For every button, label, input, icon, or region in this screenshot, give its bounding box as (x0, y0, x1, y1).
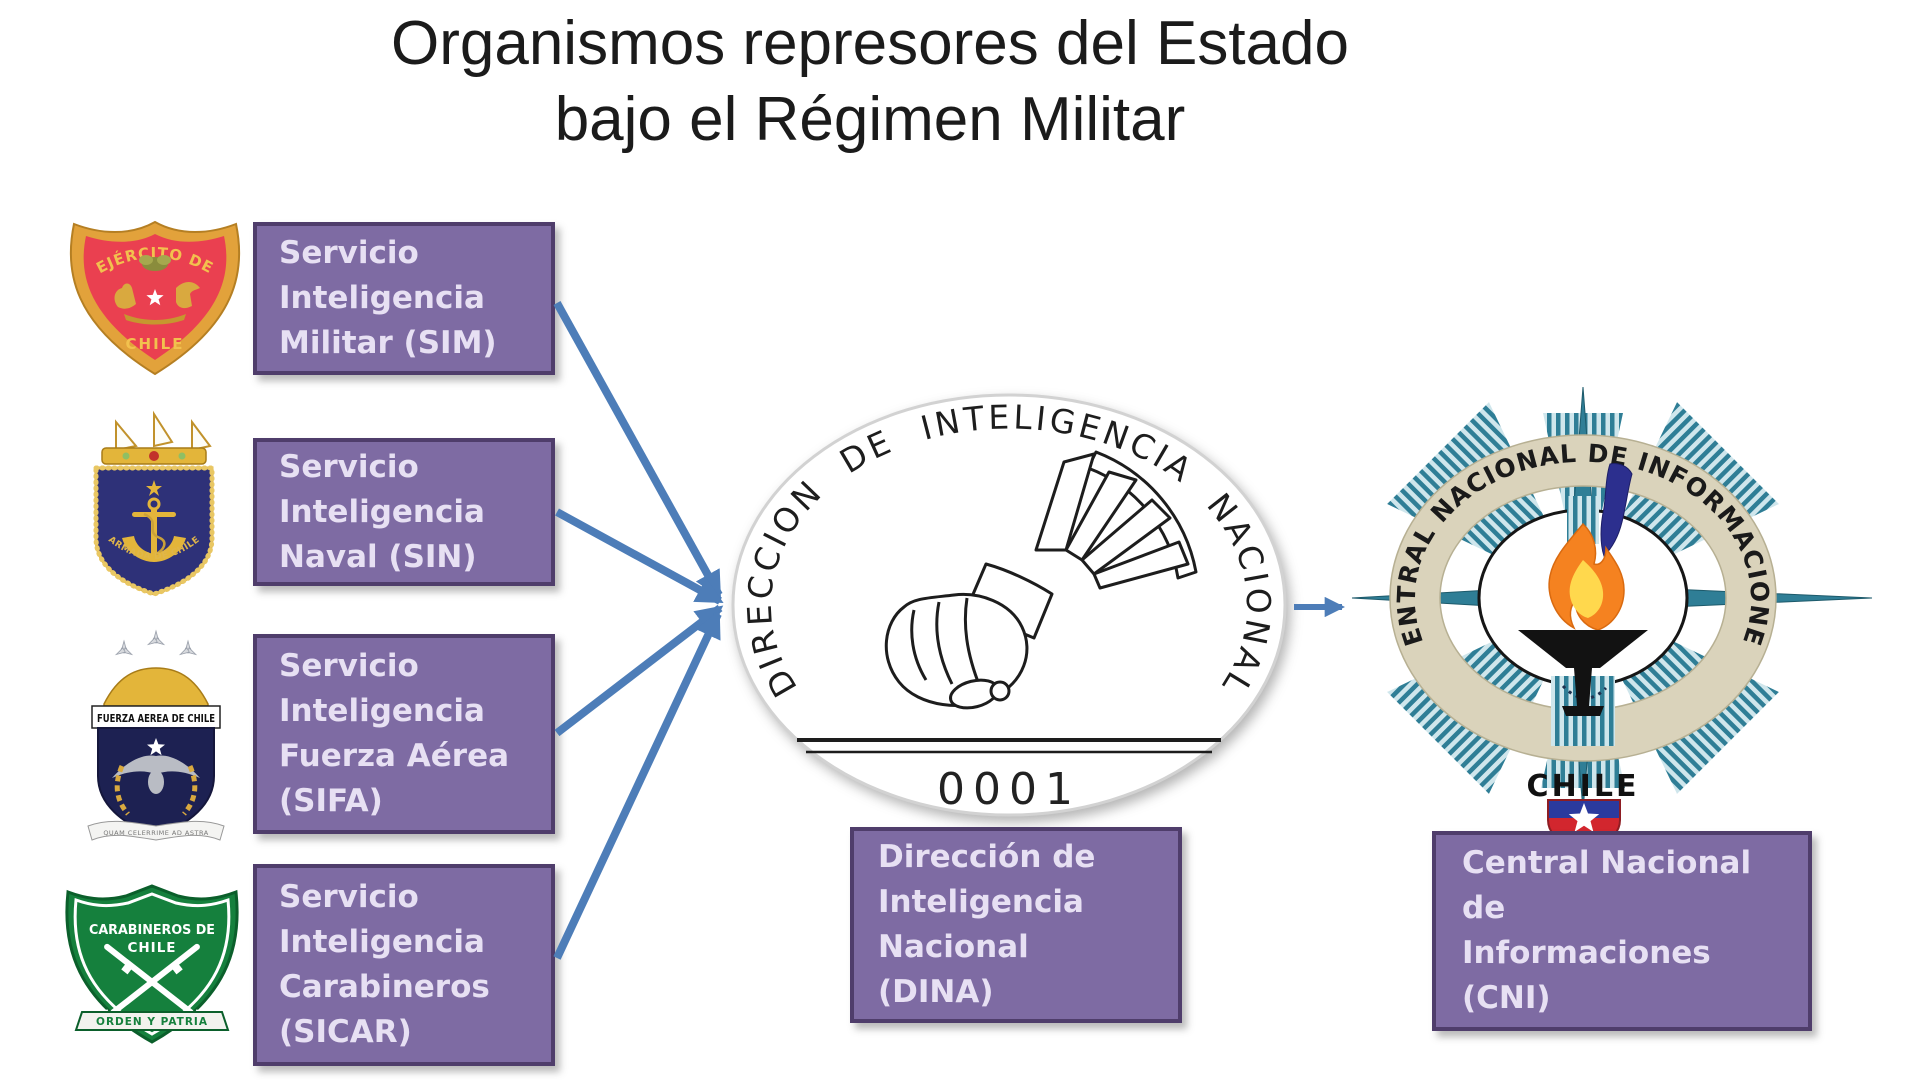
cni-line: de (1462, 890, 1506, 926)
sicar-line: Inteligencia (279, 924, 485, 960)
carabineros-banner-text: ORDEN Y PATRIA (96, 1016, 208, 1028)
dina-line: (DINA) (878, 974, 994, 1010)
dina-line: Nacional (878, 929, 1029, 965)
torch-flame-icon (1518, 522, 1648, 716)
sicar-line: Servicio (279, 879, 419, 915)
arrow-sifa-to-dina (554, 604, 724, 737)
dina-seal-icon: DIRECCION DE INTELIGENCIA NACIONAL 0001 (731, 393, 1287, 817)
armada-de-chile-crest-icon: ARMADA DE CHILE (93, 410, 215, 597)
sicar-service-box: Servicio Inteligencia Carabineros (SICAR… (253, 864, 555, 1066)
ejercito-de-chile-crest-icon: EJÉRCITO DE CHILE (69, 220, 241, 376)
sim-line: Servicio (279, 235, 419, 271)
sin-line: Inteligencia (279, 493, 485, 530)
carabineros-name-line2: CHILE (127, 940, 176, 956)
mailed-fist-icon (884, 450, 1198, 710)
fuerza-aerea-de-chile-crest-icon: FUERZA AEREA DE CHILE QUAM CELERRIME AD … (87, 629, 225, 841)
sifa-line: Fuerza Aérea (279, 738, 510, 774)
cni-label-box: Central Nacional de Informaciones (CNI) (1432, 831, 1812, 1031)
cni-chile-label: CHILE (1527, 769, 1640, 804)
chile-map-icon (1600, 463, 1633, 557)
sim-line: Militar (SIM) (279, 325, 497, 361)
arrow-sin-to-dina (555, 508, 724, 605)
cni-line: Informaciones (1462, 935, 1711, 971)
arrow-sim-to-dina (553, 301, 723, 599)
sin-line: Servicio (279, 448, 419, 485)
cni-emblem-icon: CENTRAL NACIONAL DE INFORMACIONES CHILE (1338, 357, 1873, 852)
sin-line: Naval (SIN) (279, 538, 477, 575)
slide-title-line2: bajo el Régimen Militar (554, 85, 1186, 154)
dina-seal-number: 0001 (937, 764, 1081, 815)
ejercito-chile-text: CHILE (126, 335, 185, 353)
dina-line: Dirección de (878, 839, 1096, 875)
sifa-service-box: Servicio Inteligencia Fuerza Aérea (SIFA… (253, 634, 555, 834)
sicar-line: Carabineros (279, 969, 490, 1005)
arrow-sicar-to-dina (553, 610, 722, 960)
sicar-line: (SICAR) (279, 1014, 412, 1050)
fach-motto-text: QUAM CELERRIME AD ASTRA (103, 829, 208, 837)
sifa-line: (SIFA) (279, 783, 383, 819)
fach-banner-text: FUERZA AEREA DE CHILE (97, 712, 215, 725)
sifa-line: Inteligencia (279, 693, 485, 729)
slide-title-line1: Organismos represores del Estado (390, 9, 1349, 78)
sim-line: Inteligencia (279, 280, 485, 316)
cni-line: (CNI) (1462, 980, 1551, 1016)
sifa-line: Servicio (279, 648, 419, 684)
sin-service-box: Servicio Inteligencia Naval (SIN) (253, 438, 555, 586)
carabineros-name-line1: CARABINEROS DE (89, 922, 215, 938)
carabineros-de-chile-crest-icon: CARABINEROS DE CHILE ORDEN Y PATRIA (65, 884, 239, 1044)
slide-title: Organismos represores del Estado bajo el… (0, 6, 1740, 158)
cni-line: Central Nacional (1462, 845, 1752, 881)
sim-service-box: Servicio Inteligencia Militar (SIM) (253, 222, 555, 375)
dina-line: Inteligencia (878, 884, 1084, 920)
dina-label-box: Dirección de Inteligencia Nacional (DINA… (850, 827, 1182, 1023)
